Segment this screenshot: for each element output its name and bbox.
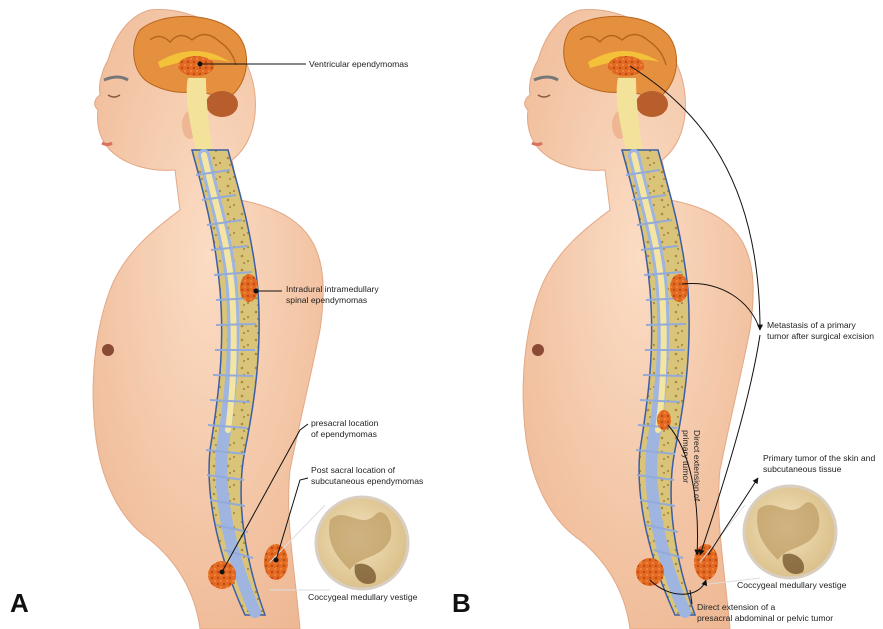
- lips-b: [532, 143, 542, 145]
- lips: [102, 143, 112, 145]
- nipple-b: [532, 344, 544, 356]
- label-coccygeal-vestige-a: Coccygeal medullary vestige: [308, 592, 418, 602]
- label-primary-skin-line2: subcutaneous tissue: [763, 464, 842, 474]
- ventricular-tumor: [178, 56, 214, 76]
- label-abdominal-line2: presacral abdominal or pelvic tumor: [697, 613, 833, 623]
- presacral-tumor: [208, 561, 236, 589]
- intramedullary-tumor-b: [670, 274, 688, 302]
- panel-b-letter: B: [452, 588, 471, 618]
- label-presacral-line2: of ependymomas: [311, 429, 377, 439]
- label-postsacral-line2: subcutaneous ependymomas: [311, 476, 423, 486]
- ventricular-tumor-b: [608, 56, 644, 76]
- label-metastasis-line2: tumor after surgical excision: [767, 331, 874, 341]
- cerebellum: [206, 91, 238, 117]
- lower-spinal-tumor-b: [657, 410, 671, 430]
- label-direct-extension-line2: primary tumor: [681, 430, 691, 483]
- label-intradural-line2: spinal ependymomas: [286, 295, 367, 305]
- label-coccygeal-vestige-b: Coccygeal medullary vestige: [737, 580, 847, 590]
- label-ventricular-ependymomas: Ventricular ependymomas: [309, 59, 408, 69]
- label-direct-extension-line1: Direct extension of: [692, 430, 702, 502]
- nipple: [102, 344, 114, 356]
- label-postsacral-line1: Post sacral location of: [311, 465, 396, 475]
- panel-a: Ventricular ependymomas Intradural intra…: [10, 10, 423, 629]
- cerebellum-b: [636, 91, 668, 117]
- label-abdominal-line1: Direct extension of a: [697, 602, 776, 612]
- presacral-tumor-b: [636, 558, 664, 586]
- label-presacral-line1: presacral location: [311, 418, 379, 428]
- panel-a-letter: A: [10, 588, 29, 618]
- label-intradural-line1: Intradural intramedullary: [286, 284, 379, 294]
- label-metastasis-line1: Metastasis of a primary: [767, 320, 857, 330]
- label-primary-skin-line1: Primary tumor of the skin and: [763, 453, 875, 463]
- intramedullary-tumor: [240, 274, 258, 302]
- panel-b: Metastasis of a primary tumor after surg…: [452, 10, 875, 629]
